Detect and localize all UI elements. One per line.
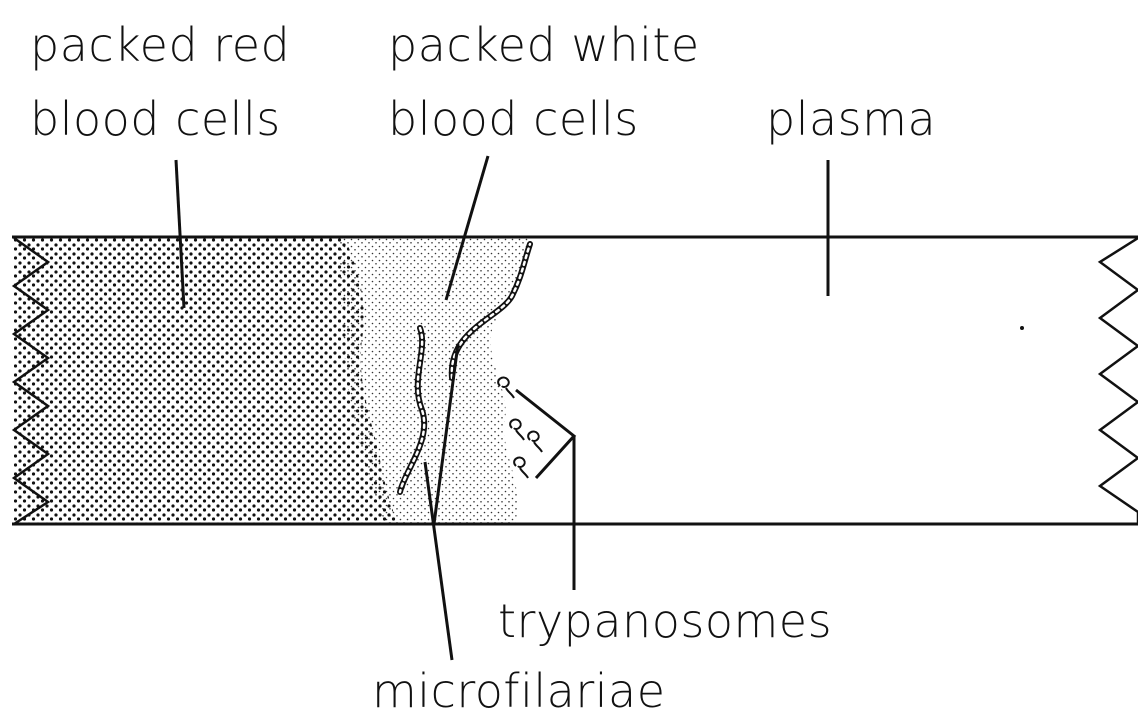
label-packed-red-line2: blood cells bbox=[30, 96, 281, 142]
label-microfilariae: microfilariae bbox=[372, 668, 666, 714]
packed-red-cells-region bbox=[14, 238, 398, 524]
trypanosome bbox=[510, 420, 524, 440]
label-packed-red-line1: packed red bbox=[30, 22, 290, 68]
trypanosome bbox=[528, 432, 542, 452]
label-packed-white-line1: packed white bbox=[388, 22, 700, 68]
right-break-zigzag bbox=[1100, 238, 1138, 524]
speck bbox=[1020, 326, 1024, 330]
trypanosome bbox=[514, 458, 528, 478]
label-trypanosomes: trypanosomes bbox=[498, 598, 832, 644]
label-packed-white-line2: blood cells bbox=[388, 96, 639, 142]
label-plasma: plasma bbox=[766, 96, 936, 142]
